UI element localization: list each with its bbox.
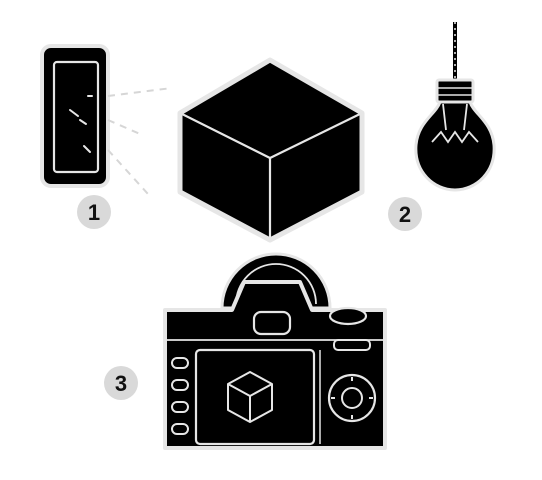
cube-icon	[177, 57, 365, 243]
step-number-2: 2	[399, 202, 411, 227]
step-badge-1: 1	[77, 195, 111, 229]
tablet-icon	[40, 44, 110, 188]
step-number-1: 1	[88, 200, 100, 225]
scan-rays	[107, 87, 173, 195]
step-badge-2: 2	[388, 197, 422, 231]
camera-icon	[163, 252, 387, 450]
step-badge-3: 3	[104, 366, 138, 400]
step-number-3: 3	[115, 371, 127, 396]
light-bulb-icon	[414, 22, 496, 192]
